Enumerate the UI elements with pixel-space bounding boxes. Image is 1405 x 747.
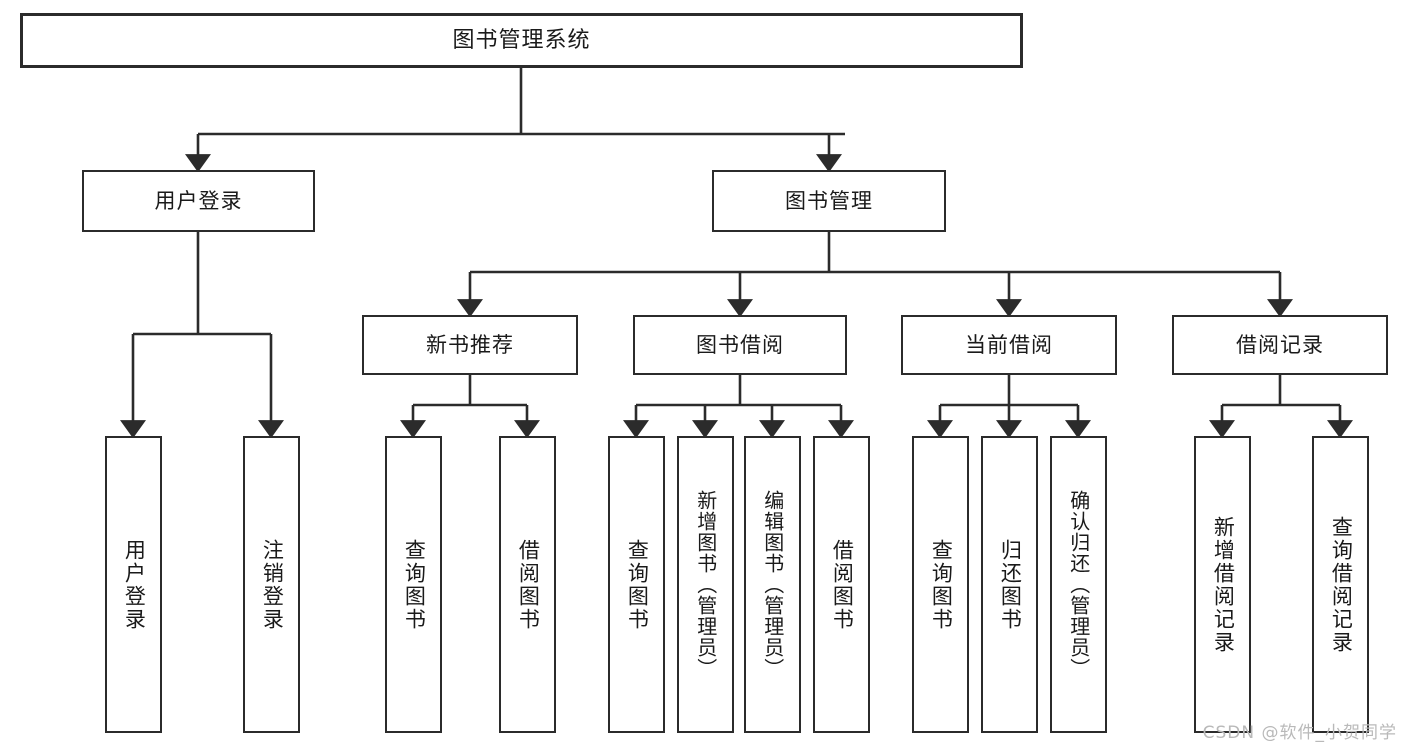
leaf-current-return-book[interactable]: 归还图书 <box>981 436 1038 733</box>
watermark: CSDN @软件_小贺同学 <box>1202 723 1397 743</box>
node-user-login-label: 用户登录 <box>154 188 243 213</box>
node-current-borrow[interactable]: 当前借阅 <box>901 315 1117 375</box>
leaf-newbook-query-book[interactable]: 查询图书 <box>385 436 442 733</box>
node-user-login[interactable]: 用户登录 <box>82 170 315 232</box>
node-book-management-label: 图书管理 <box>785 188 873 213</box>
leaf-user-logout-label: 注销登录 <box>260 538 285 631</box>
node-book-borrow-label: 图书借阅 <box>696 332 784 357</box>
leaf-user-logout[interactable]: 注销登录 <box>243 436 300 733</box>
node-root-label: 图书管理系统 <box>452 27 591 53</box>
leaf-record-query[interactable]: 查询借阅记录 <box>1312 436 1369 733</box>
node-new-book-recommend-label: 新书推荐 <box>426 332 514 357</box>
leaf-record-add[interactable]: 新增借阅记录 <box>1194 436 1251 733</box>
leaf-borrow-add-book[interactable]: 新增图书（管理员） <box>677 436 734 733</box>
node-book-management[interactable]: 图书管理 <box>712 170 946 232</box>
leaf-current-query-book[interactable]: 查询图书 <box>912 436 969 733</box>
leaf-user-login-label: 用户登录 <box>122 538 147 631</box>
leaf-current-confirm-return-label: 确认归还（管理员） <box>1066 490 1091 679</box>
leaf-borrow-borrow-book[interactable]: 借阅图书 <box>813 436 870 733</box>
leaf-borrow-edit-book[interactable]: 编辑图书（管理员） <box>744 436 801 733</box>
leaf-newbook-query-book-label: 查询图书 <box>402 538 427 631</box>
leaf-newbook-borrow-book[interactable]: 借阅图书 <box>499 436 556 733</box>
node-book-borrow[interactable]: 图书借阅 <box>633 315 847 375</box>
leaf-record-query-label: 查询借阅记录 <box>1329 515 1354 654</box>
node-borrow-record-label: 借阅记录 <box>1236 332 1324 357</box>
node-root[interactable]: 图书管理系统 <box>20 13 1023 68</box>
leaf-current-query-book-label: 查询图书 <box>929 538 954 631</box>
leaf-user-login[interactable]: 用户登录 <box>105 436 162 733</box>
leaf-current-confirm-return[interactable]: 确认归还（管理员） <box>1050 436 1107 733</box>
node-borrow-record[interactable]: 借阅记录 <box>1172 315 1388 375</box>
leaf-borrow-query-book-label: 查询图书 <box>625 538 650 631</box>
node-current-borrow-label: 当前借阅 <box>965 332 1053 357</box>
leaf-borrow-add-book-label: 新增图书（管理员） <box>693 490 718 679</box>
leaf-borrow-query-book[interactable]: 查询图书 <box>608 436 665 733</box>
leaf-borrow-edit-book-label: 编辑图书（管理员） <box>760 490 785 679</box>
leaf-record-add-label: 新增借阅记录 <box>1211 515 1236 654</box>
node-new-book-recommend[interactable]: 新书推荐 <box>362 315 578 375</box>
leaf-current-return-book-label: 归还图书 <box>998 538 1023 631</box>
leaf-borrow-borrow-book-label: 借阅图书 <box>830 538 855 631</box>
leaf-newbook-borrow-book-label: 借阅图书 <box>516 538 541 631</box>
